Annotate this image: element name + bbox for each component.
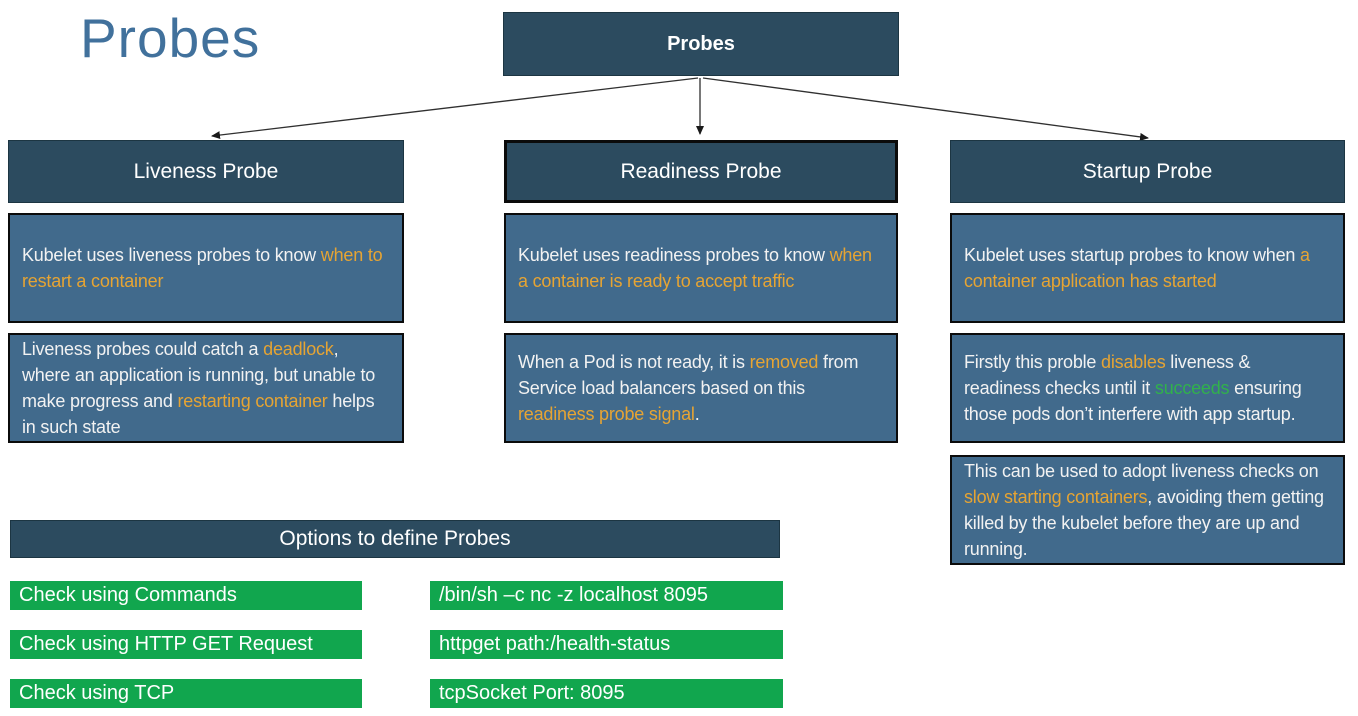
option-value-tcp: tcpSocket Port: 8095 [430, 679, 783, 708]
root-node-probes: Probes [503, 12, 899, 76]
readiness-header-label: Readiness Probe [620, 159, 782, 183]
text-segment: slow starting containers [964, 487, 1148, 507]
text-segment: Kubelet uses startup probes to know when [964, 245, 1301, 265]
page-title: Probes [80, 7, 261, 69]
text-segment: . [694, 404, 700, 424]
text-segment: removed [749, 352, 819, 372]
text-segment: liveness & readiness checks until it [964, 352, 1251, 398]
liveness-desc-text-2: Liveness probes could catch a deadlock, … [22, 336, 390, 440]
readiness-desc-text-2: When a Pod is not ready, it is removed f… [518, 349, 884, 427]
text-segment: Liveness probes could catch a [22, 339, 264, 359]
text-segment: Firstly this proble [964, 352, 1102, 372]
text-segment: restarting container [177, 391, 328, 411]
liveness-column: Liveness Probe Kubelet uses liveness pro… [8, 140, 404, 443]
option-label-tcp: Check using TCP [10, 679, 362, 708]
text-segment: This can be used to adopt liveness check… [964, 461, 1319, 481]
startup-desc-text-1: Kubelet uses startup probes to know when… [964, 242, 1331, 294]
startup-desc-text-3: This can be used to adopt liveness check… [964, 458, 1331, 562]
options-header-label: Options to define Probes [279, 527, 511, 550]
startup-desc-box-3: This can be used to adopt liveness check… [950, 455, 1345, 565]
readiness-desc-text-1: Kubelet uses readiness probes to know wh… [518, 242, 884, 294]
text-segment: , avoiding them getting killed by the ku… [964, 487, 1324, 559]
text-segment: Kubelet uses liveness probes to know [22, 245, 321, 265]
readiness-header-box: Readiness Probe [504, 140, 898, 203]
readiness-desc-box-2: When a Pod is not ready, it is removed f… [504, 333, 898, 443]
options-header-box: Options to define Probes [10, 520, 780, 558]
readiness-desc-box-1: Kubelet uses readiness probes to know wh… [504, 213, 898, 323]
startup-header-box: Startup Probe [950, 140, 1345, 203]
option-label-commands: Check using Commands [10, 581, 362, 610]
text-segment: disables [1101, 352, 1166, 372]
connector-line-startup [702, 77, 1149, 141]
option-value-text: tcpSocket Port: 8095 [439, 682, 625, 704]
startup-desc-box-2: Firstly this proble disables liveness & … [950, 333, 1345, 443]
text-segment: a container application has started [964, 245, 1310, 291]
text-segment: when to restart a container [22, 245, 383, 291]
startup-desc-text-2: Firstly this proble disables liveness & … [964, 349, 1331, 427]
text-segment: When a Pod is not ready, it is [518, 352, 750, 372]
text-segment: readiness probe signal [518, 404, 695, 424]
text-segment: deadlock [263, 339, 334, 359]
liveness-desc-box-2: Liveness probes could catch a deadlock, … [8, 333, 404, 443]
option-value-text: httpget path:/health-status [439, 633, 671, 655]
liveness-header-box: Liveness Probe [8, 140, 404, 203]
text-segment: ensuring those pods don’t interfere with… [964, 378, 1302, 424]
startup-column: Startup Probe Kubelet uses startup probe… [950, 140, 1345, 565]
text-segment: , where an application is running, but u… [22, 339, 376, 411]
text-segment: Kubelet uses readiness probes to know [518, 245, 830, 265]
option-value-httpget: httpget path:/health-status [430, 630, 783, 659]
option-label-text: Check using HTTP GET Request [19, 633, 313, 655]
text-segment: when a container is ready to accept traf… [518, 245, 872, 291]
text-segment: succeeds [1154, 378, 1230, 398]
text-segment: helps in such state [22, 391, 375, 437]
root-node-label: Probes [667, 32, 735, 55]
option-value-text: /bin/sh –c nc -z localhost 8095 [439, 584, 709, 606]
option-label-text: Check using TCP [19, 682, 175, 704]
liveness-header-label: Liveness Probe [133, 159, 279, 183]
option-label-text: Check using Commands [19, 584, 237, 606]
option-label-httpget: Check using HTTP GET Request [10, 630, 362, 659]
startup-header-label: Startup Probe [1082, 159, 1213, 183]
liveness-desc-box-1: Kubelet uses liveness probes to know whe… [8, 213, 404, 323]
text-segment: from Service load balancers based on thi… [518, 352, 859, 398]
readiness-column: Readiness Probe Kubelet uses readiness p… [504, 140, 898, 443]
liveness-desc-text-1: Kubelet uses liveness probes to know whe… [22, 242, 390, 294]
connector-line-liveness [211, 77, 699, 140]
startup-desc-box-1: Kubelet uses startup probes to know when… [950, 213, 1345, 323]
option-value-commands: /bin/sh –c nc -z localhost 8095 [430, 581, 783, 610]
